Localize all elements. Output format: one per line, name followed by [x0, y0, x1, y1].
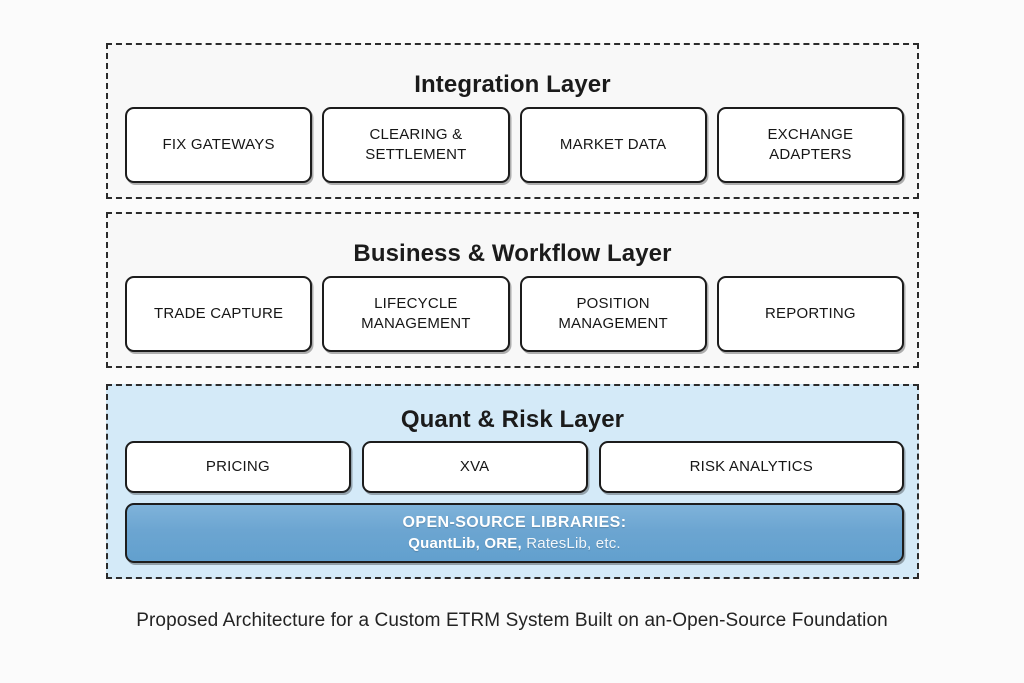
layer-integration-title: Integration Layer [414, 71, 611, 98]
layer-quant-risk: Quant & Risk Layer PRICING XVA RISK ANAL… [106, 384, 919, 579]
node-lifecycle-management[interactable]: LIFECYCLE MANAGEMENT [322, 276, 510, 352]
layer-business-workflow-title: Business & Workflow Layer [353, 240, 672, 267]
open-source-libraries-primary: QuantLib, ORE, [408, 535, 522, 552]
open-source-libraries-title: OPEN-SOURCE LIBRARIES: [402, 514, 627, 531]
node-exchange-adapters[interactable]: EXCHANGE ADAPTERS [716, 107, 904, 183]
layer-quant-risk-node-row: PRICING XVA RISK ANALYTICS [125, 441, 904, 493]
layer-integration-node-row: FIX GATEWAYS CLEARING & SETTLEMENT MARKE… [125, 107, 904, 183]
layer-business-workflow-node-row: TRADE CAPTURE LIFECYCLE MANAGEMENT POSIT… [125, 276, 904, 352]
layer-business-workflow: Business & Workflow Layer TRADE CAPTURE … [106, 212, 919, 368]
node-risk-analytics-label: RISK ANALYTICS [689, 457, 813, 475]
node-exchange-adapters-label: EXCHANGE ADAPTERS [767, 125, 854, 163]
node-market-data[interactable]: MARKET DATA [519, 107, 707, 183]
node-reporting[interactable]: REPORTING [716, 276, 904, 352]
node-fix-gateways[interactable]: FIX GATEWAYS [125, 107, 313, 183]
node-risk-analytics[interactable]: RISK ANALYTICS [598, 441, 904, 493]
node-lifecycle-management-label: LIFECYCLE MANAGEMENT [361, 294, 471, 332]
open-source-libraries-secondary: RatesLib, etc. [521, 535, 621, 552]
node-market-data-label: MARKET DATA [559, 135, 667, 153]
node-trade-capture[interactable]: TRADE CAPTURE [125, 276, 313, 352]
node-xva[interactable]: XVA [361, 441, 588, 493]
layer-quant-risk-title: Quant & Risk Layer [400, 406, 625, 433]
open-source-libraries-bar[interactable]: OPEN-SOURCE LIBRARIES: QuantLib, ORE, Ra… [125, 503, 904, 563]
diagram-caption: Proposed Architecture for a Custom ETRM … [136, 610, 888, 631]
open-source-libraries-subtitle: QuantLib, ORE, RatesLib, etc. [408, 535, 621, 552]
layer-integration: Integration Layer FIX GATEWAYS CLEARING … [106, 43, 919, 199]
node-position-management-label: POSITION MANAGEMENT [558, 294, 668, 332]
node-trade-capture-label: TRADE CAPTURE [153, 304, 284, 322]
node-position-management[interactable]: POSITION MANAGEMENT [519, 276, 707, 352]
node-fix-gateways-label: FIX GATEWAYS [162, 135, 275, 153]
node-reporting-label: REPORTING [765, 304, 856, 322]
node-clearing-settlement[interactable]: CLEARING & SETTLEMENT [322, 107, 510, 183]
node-xva-label: XVA [459, 457, 490, 475]
node-clearing-settlement-label: CLEARING & SETTLEMENT [365, 125, 467, 163]
node-pricing-label: PRICING [205, 457, 270, 475]
node-pricing[interactable]: PRICING [125, 441, 351, 493]
